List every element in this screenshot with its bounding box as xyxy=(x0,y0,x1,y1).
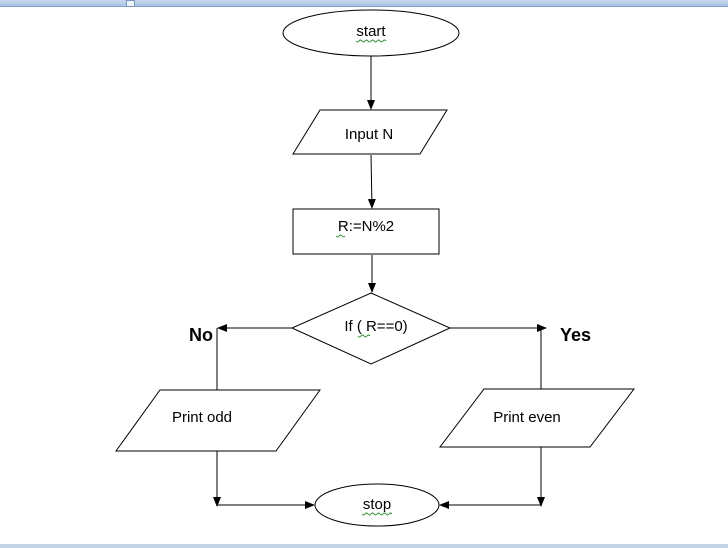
document-ruler xyxy=(0,0,728,7)
yes-branch-label: Yes xyxy=(560,325,591,345)
stop-label: stop xyxy=(363,496,391,513)
no-branch-label: No xyxy=(189,325,213,345)
ruler-indent-marker[interactable] xyxy=(126,0,135,7)
input-parallelogram[interactable]: Input N xyxy=(292,109,448,155)
start-terminal[interactable]: start xyxy=(282,9,460,57)
decision-diamond[interactable]: If ( R==0) xyxy=(290,292,452,365)
stop-terminal[interactable]: stop xyxy=(314,483,440,527)
print-even-parallelogram[interactable]: Print even xyxy=(438,388,636,448)
compute-label: R:=N%2 xyxy=(338,218,394,235)
connector-print-odd-to-stop xyxy=(216,451,315,509)
connector-print-even-to-stop xyxy=(439,447,542,509)
print-odd-label: Print odd xyxy=(172,409,232,426)
print-odd-parallelogram[interactable]: Print odd xyxy=(115,389,321,452)
input-label: Input N xyxy=(345,126,393,143)
print-even-label: Print even xyxy=(493,409,561,426)
decision-label: If ( R==0) xyxy=(344,318,407,335)
start-label: start xyxy=(356,23,386,40)
compute-process-box[interactable]: R:=N%2 xyxy=(292,208,440,255)
window-bottom-border xyxy=(0,544,728,548)
connector-input-to-compute xyxy=(367,154,376,209)
